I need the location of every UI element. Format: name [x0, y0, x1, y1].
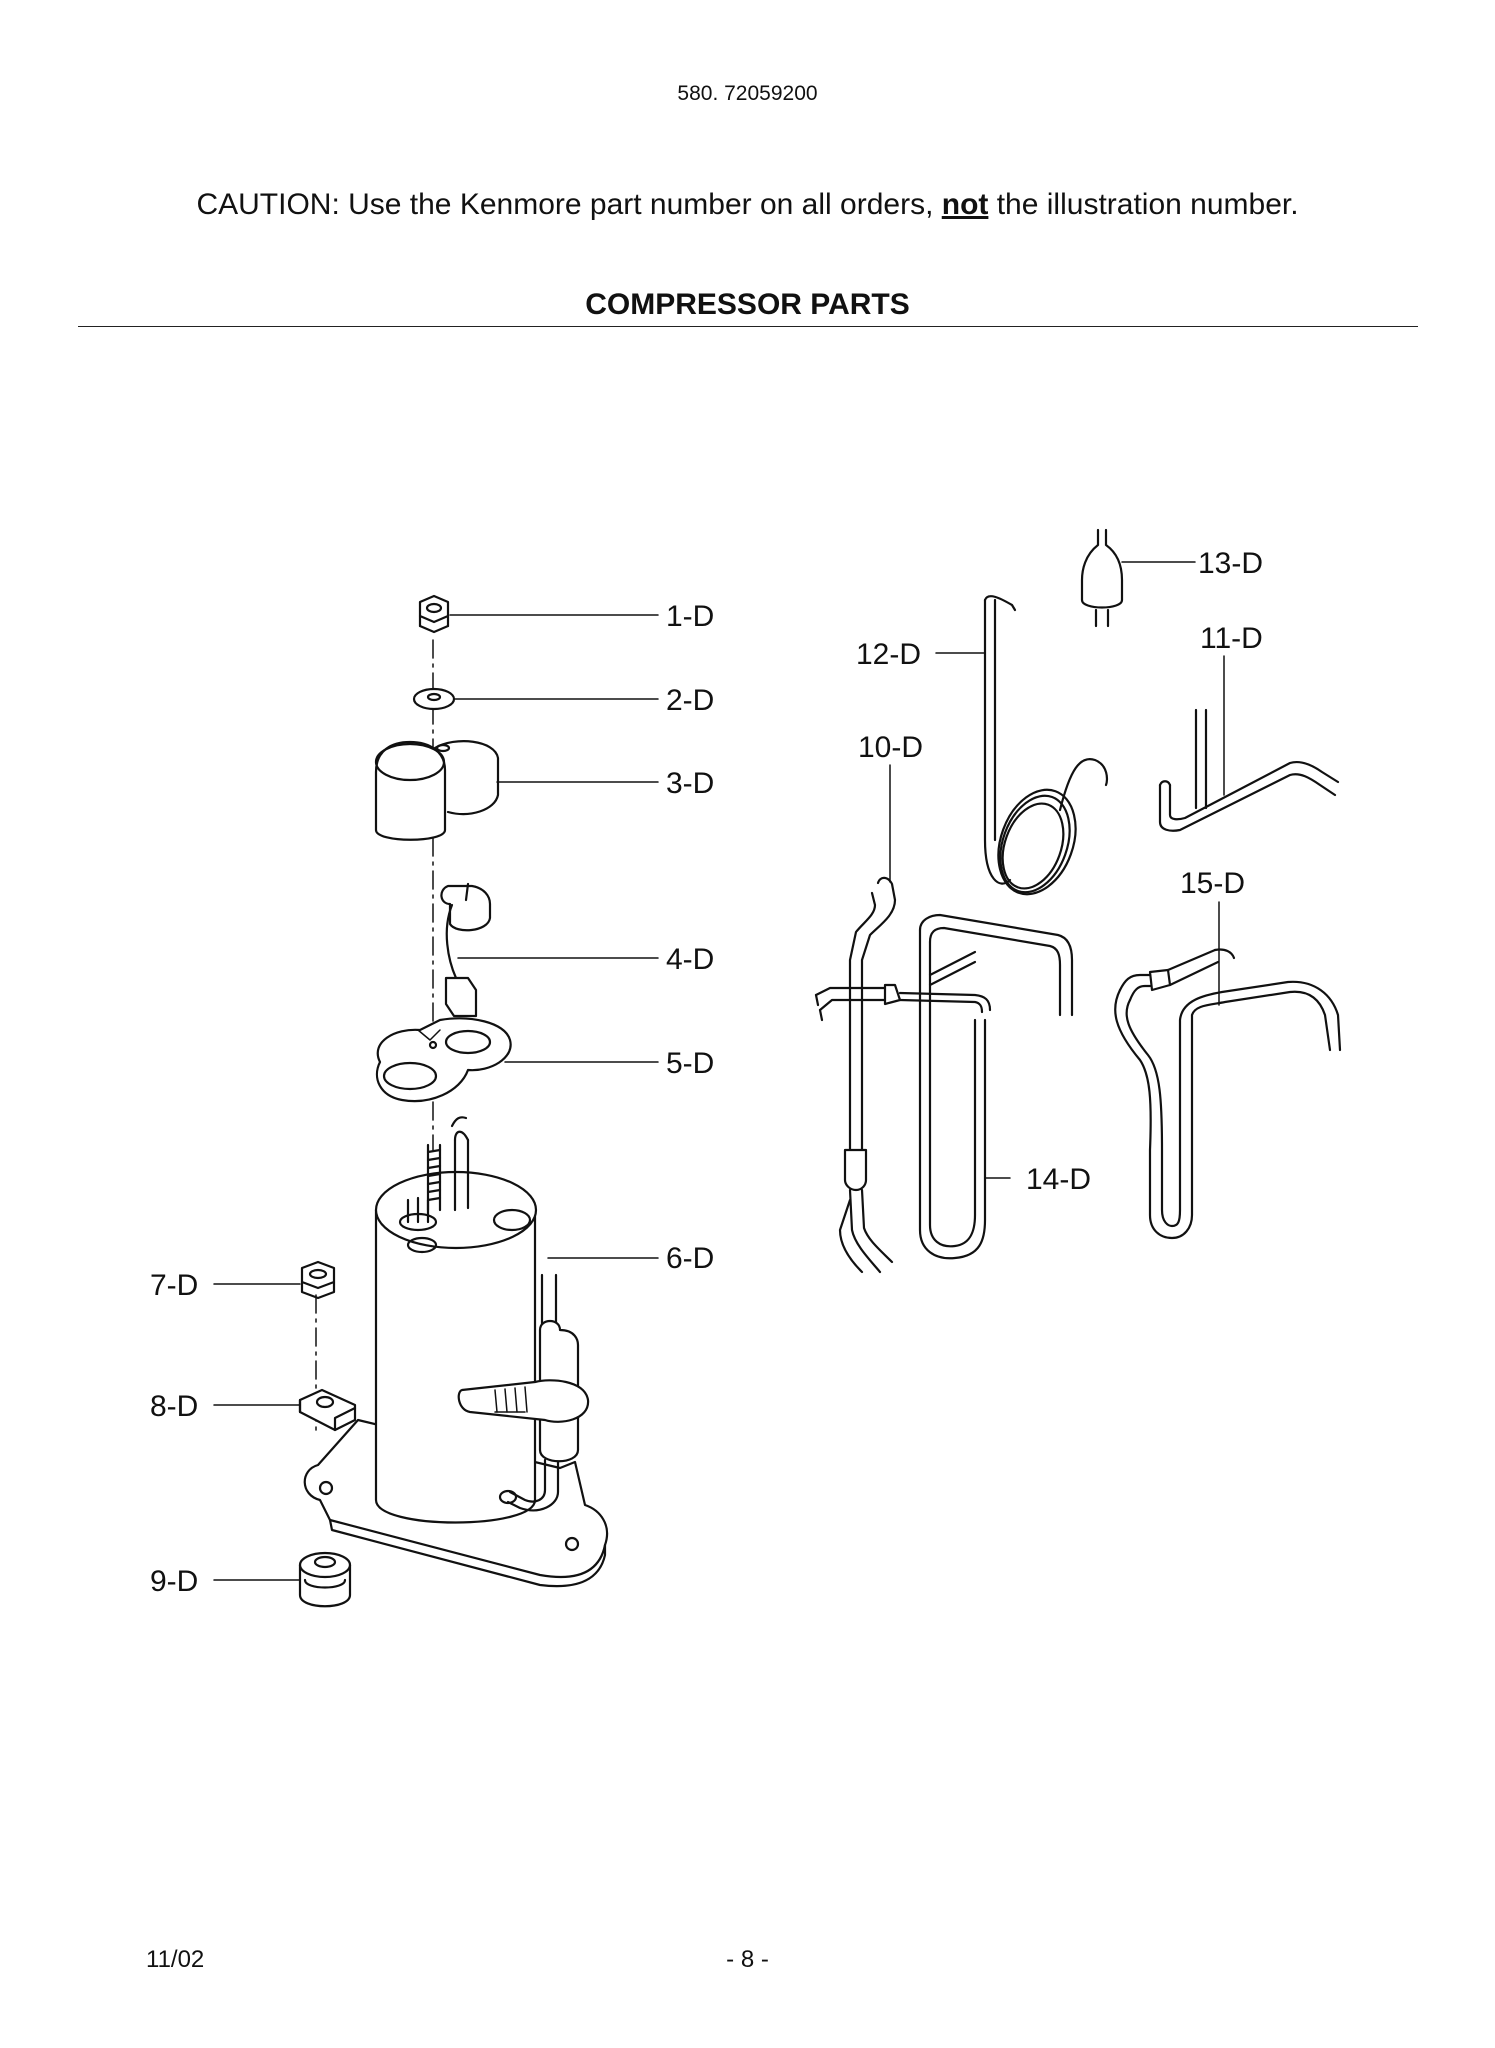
callout-14-label: 14-D: [1026, 1163, 1091, 1196]
callout-2-label: 2-D: [666, 684, 714, 717]
footer-date: 11/02: [146, 1946, 205, 1973]
caution-notice: CAUTION: Use the Kenmore part number on …: [0, 188, 1495, 222]
callout-9-label: 9-D: [150, 1565, 198, 1598]
part-2-washer: [412, 687, 456, 711]
callout-12-label: 12-D: [856, 638, 921, 671]
part-11-tube: [1158, 708, 1340, 832]
part-6-compressor: [303, 1116, 609, 1588]
part-13-strainer: [1080, 528, 1124, 628]
section-title: COMPRESSOR PARTS: [585, 288, 910, 321]
callout-5-label: 5-D: [666, 1047, 714, 1080]
callout-1-label: 1-D: [666, 600, 714, 633]
part-9-grommet: [298, 1551, 352, 1608]
callout-10-label: 10-D: [858, 731, 923, 764]
part-15-tube: [1114, 948, 1342, 1240]
callout-6-label: 6-D: [666, 1242, 714, 1275]
model-number: 580. 72059200: [677, 82, 818, 105]
part-12-capillary-tube: [983, 595, 1109, 896]
part-1-nut: [418, 594, 450, 634]
callout-15-label: 15-D: [1180, 867, 1245, 900]
callout-13-label: 13-D: [1198, 547, 1263, 580]
caution-text-prefix: CAUTION: Use the Kenmore part number on …: [196, 188, 942, 221]
caution-text-suffix: the illustration number.: [988, 188, 1299, 221]
callout-8-label: 8-D: [150, 1390, 198, 1423]
callout-3-label: 3-D: [666, 767, 714, 800]
title-divider: [78, 326, 1418, 327]
callout-7-label: 7-D: [150, 1269, 198, 1302]
part-10-tube: [814, 876, 992, 1274]
page-number: - 8 -: [726, 1946, 769, 1973]
part-7-nut: [300, 1260, 336, 1300]
part-8-sleeve: [298, 1388, 357, 1432]
part-4-overload-protector: [440, 882, 492, 1018]
callout-11-label: 11-D: [1200, 622, 1263, 655]
caution-emphasis: not: [941, 188, 989, 221]
part-3-terminal-cover: [374, 740, 500, 841]
callout-4-label: 4-D: [666, 943, 714, 976]
part-14-u-tube: [918, 913, 1074, 1260]
part-5-gasket: [375, 1017, 512, 1103]
